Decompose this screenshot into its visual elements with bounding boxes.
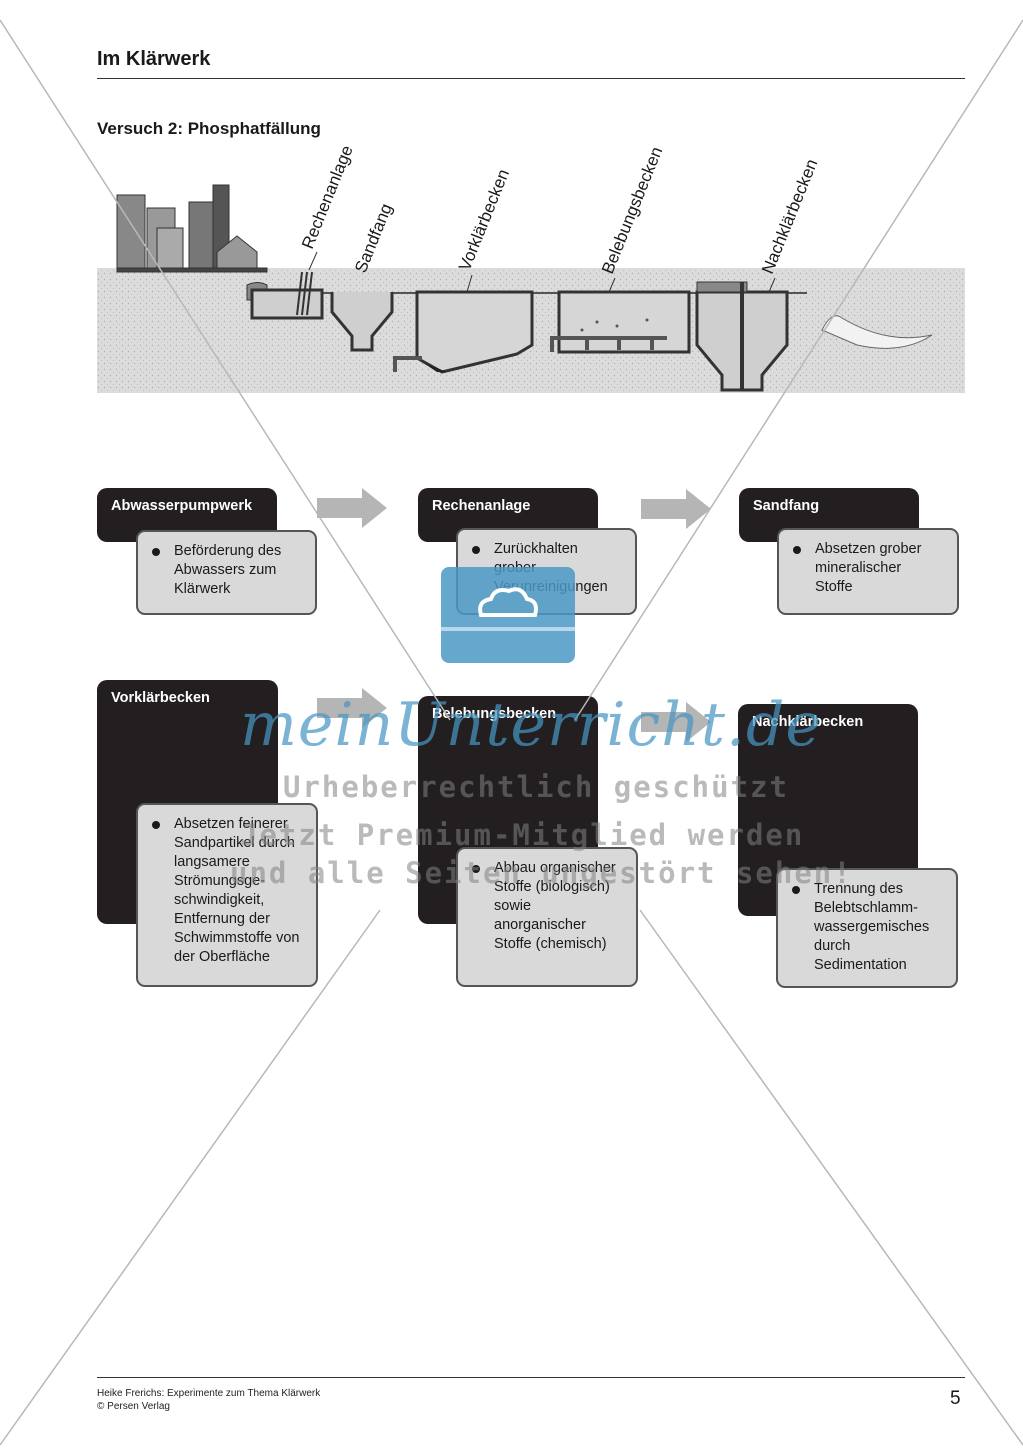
- watermark-unlock: und alle Seiten ungestört sehen!: [230, 856, 853, 890]
- footer-publisher: © Persen Verlag: [97, 1401, 170, 1412]
- bullet-icon: [472, 865, 480, 873]
- clarifier-column: [696, 281, 748, 293]
- diagram-label-rechenanlage: Rechenanlage: [298, 143, 357, 252]
- treatment-plant-diagram: Rechenanlage Sandfang Vorklärbecken Bele…: [97, 143, 965, 393]
- bullet-icon: [793, 546, 801, 554]
- aeration-basin: [557, 290, 691, 354]
- flow-arrow-icon: [641, 489, 711, 529]
- footer-divider: [97, 1377, 965, 1378]
- diagram-label-nachklaerbecken: Nachklärbecken: [758, 156, 821, 276]
- stage-title: Abwasserpumpwerk: [111, 498, 253, 514]
- city-buildings: [116, 184, 268, 273]
- bullet-icon: [472, 546, 480, 554]
- watermark-premium: Jetzt Premium-Mitglied werden: [240, 818, 805, 852]
- watermark-copyright: Urheberrechtlich geschützt: [283, 770, 789, 804]
- stage-title: Sandfang: [753, 498, 820, 514]
- bullet-icon: [792, 886, 800, 894]
- flow-arrow-icon: [317, 488, 387, 528]
- watermark-brand: meinUnterricht.de: [240, 690, 822, 760]
- diagram-label-sandfang: Sandfang: [351, 201, 396, 276]
- stage-description: Abbau organischer Stoffe (biologisch) so…: [456, 847, 638, 987]
- footer-credit: Heike Frerichs: Experimente zum Thema Kl…: [97, 1388, 321, 1399]
- stage-title: Rechenanlage: [432, 498, 531, 514]
- section-subtitle: Versuch 2: Phosphatfällung: [97, 119, 321, 138]
- bullet-icon: [152, 821, 160, 829]
- briefcase-cloud-icon: [441, 567, 575, 663]
- stage-title: Belebungsbecken: [432, 706, 557, 722]
- diagram-label-belebungsbecken: Belebungsbecken: [598, 144, 666, 276]
- screen-tank: [250, 288, 324, 320]
- page-title: Im Klärwerk: [97, 48, 211, 70]
- page-number: 5: [950, 1388, 961, 1409]
- bullet-icon: [152, 548, 160, 556]
- stage-title: Vorklärbecken: [111, 690, 210, 706]
- stage-description: Absetzen grober mineralischer Stoffe: [777, 528, 959, 615]
- stage-description: Beförderung des Abwassers zum Klärwerk: [136, 530, 317, 615]
- header-divider: [97, 78, 965, 79]
- diagram-label-vorklaerbecken: Vorklärbecken: [455, 166, 513, 273]
